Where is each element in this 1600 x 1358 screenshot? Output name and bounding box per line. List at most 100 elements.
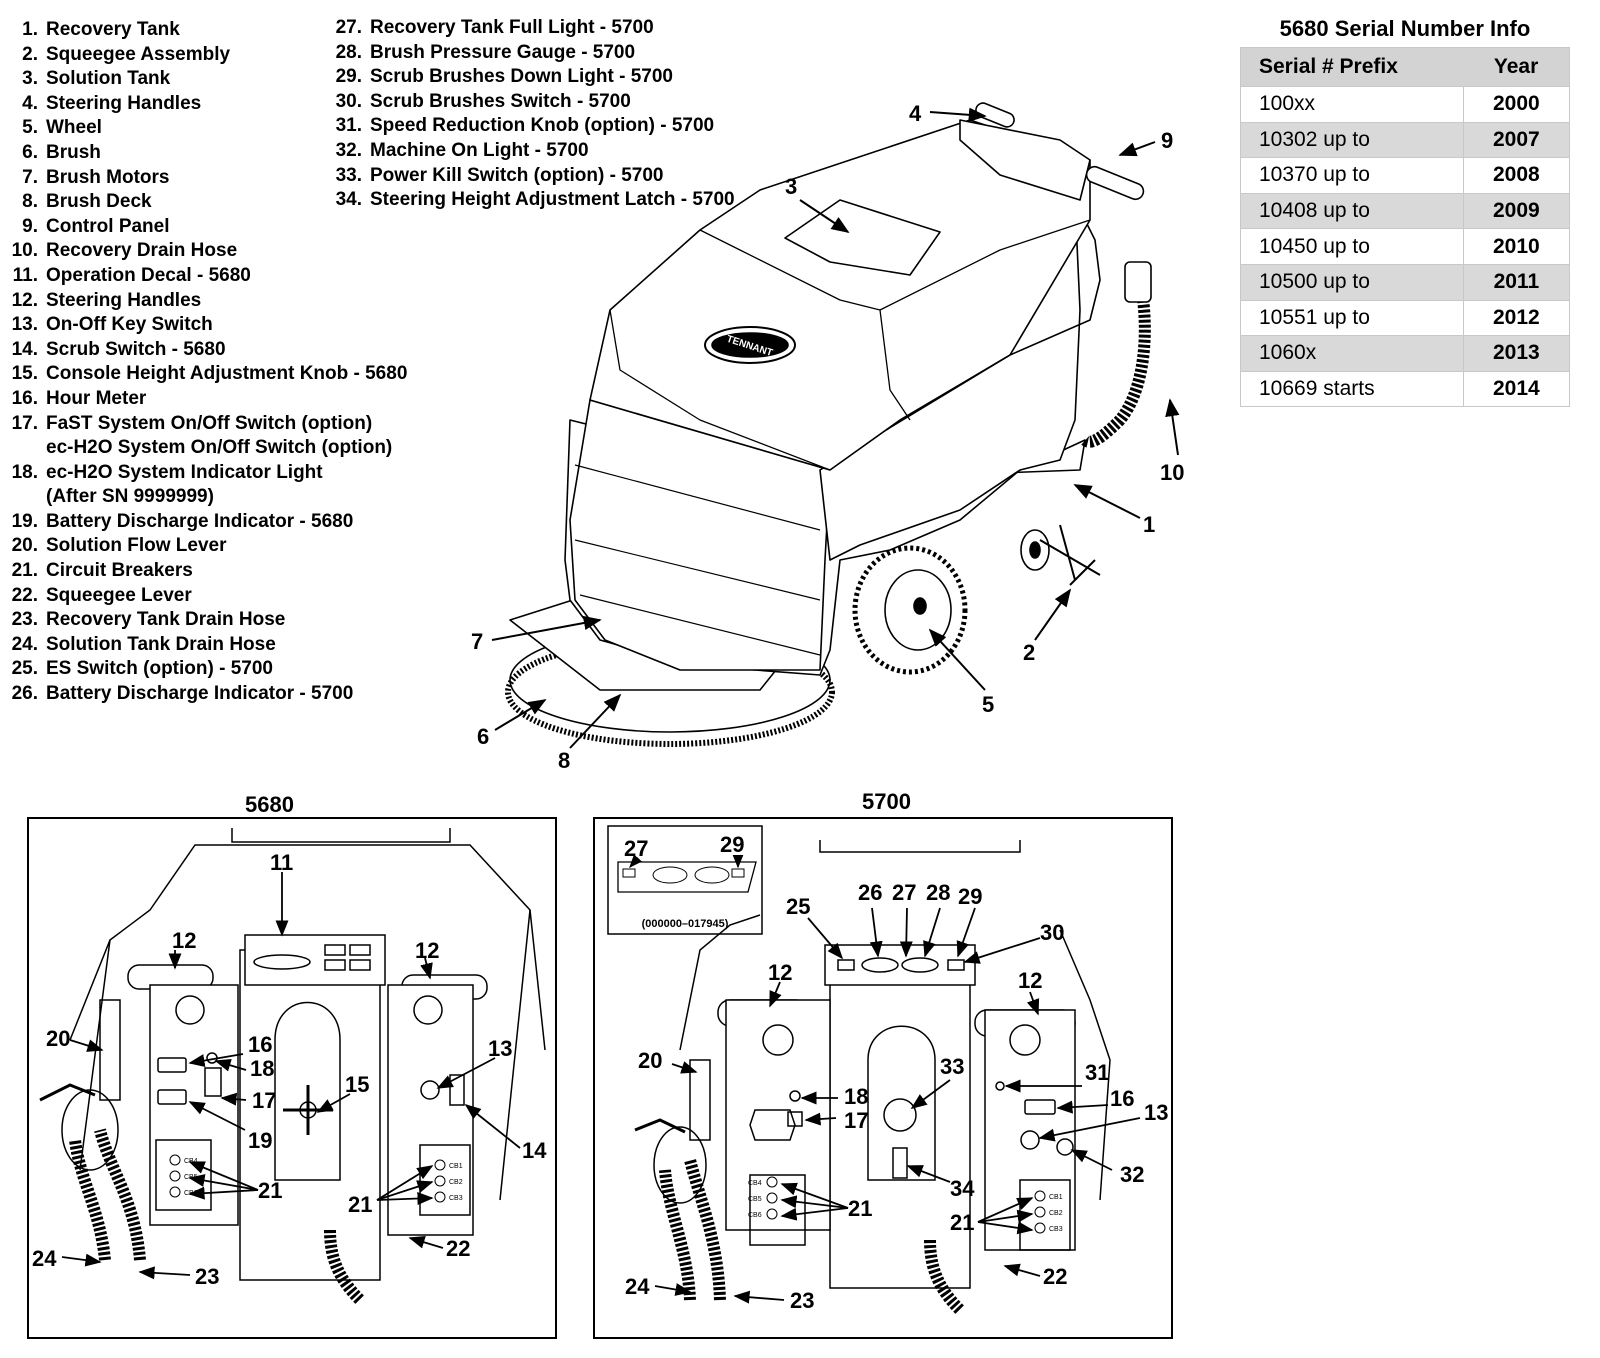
cb3-label: CB3 <box>449 1195 463 1202</box>
part-number: 31. <box>335 115 362 137</box>
part-number: 1. <box>22 19 38 40</box>
part-name: Battery Discharge Indicator - 5680 <box>46 510 354 532</box>
p5680-callout-21b: 21 <box>348 1192 372 1217</box>
part-number: 21. <box>11 560 38 582</box>
panel-5680: CB4 CB5 CB6 CB1 CB2 CB3 <box>27 817 557 1339</box>
parts-list-item: 20.Solution Flow Lever <box>10 534 407 559</box>
part-name: Scrub Brushes Switch - 5700 <box>370 90 631 112</box>
recovery-drain-hose <box>1080 278 1151 448</box>
parts-list-item: 31. Speed Reduction Knob (option) - 5700 <box>328 114 735 139</box>
machine-callout-labels: 1 2 3 4 5 6 7 8 9 10 <box>471 101 1184 773</box>
part-name: (After SN 9999999) <box>46 486 214 508</box>
parts-list-item: 23.Recovery Tank Drain Hose <box>10 608 407 633</box>
callout-1: 1 <box>1143 512 1155 537</box>
part-number: 3. <box>22 68 38 90</box>
part-number: 18. <box>11 461 38 483</box>
p5700-callout-12b: 12 <box>1018 968 1042 993</box>
cb2-label-5700: CB2 <box>1049 1210 1063 1217</box>
parts-list-item: 34.Steering Height Adjustment Latch - 57… <box>328 188 735 213</box>
part-name: Circuit Breakers <box>46 560 193 582</box>
panel-5700: 27 29 (000000–017945) <box>593 817 1173 1339</box>
parts-list-item: ec-H2O System On/Off Switch (option) <box>10 436 407 461</box>
p5700-callout-13: 13 <box>1144 1100 1168 1125</box>
parts-list-item: 33. Power Kill Switch (option) - 5700 <box>328 164 735 189</box>
parts-list-item: 1. Recovery Tank <box>10 18 407 43</box>
part-name: Brush Motors <box>46 166 170 188</box>
p5680-callout-24: 24 <box>32 1246 57 1271</box>
serial-year-cell: 2008 <box>1462 157 1570 194</box>
p5700-callout-17: 17 <box>844 1108 868 1133</box>
part-name: Steering Handles <box>46 289 202 311</box>
part-name: Speed Reduction Knob (option) - 5700 <box>370 115 715 137</box>
serial-year-cell: 2009 <box>1462 192 1570 229</box>
part-name: Squeegee Lever <box>46 584 192 606</box>
part-number: 7. <box>22 166 38 188</box>
part-number: 23. <box>11 609 38 631</box>
part-name: Hour Meter <box>46 387 147 409</box>
part-name: ES Switch (option) - 5700 <box>46 658 273 680</box>
part-name: Recovery Drain Hose <box>46 240 238 262</box>
p5680-callout-22: 22 <box>446 1236 470 1261</box>
hose-plug <box>1124 261 1152 303</box>
control-panel-housing <box>959 119 1091 201</box>
cb6-label-5700: CB6 <box>748 1212 762 1219</box>
callout-8: 8 <box>558 748 570 773</box>
parts-list-item: 17. FaST System On/Off Switch (option) <box>10 412 407 437</box>
part-name: Console Height Adjustment Knob - 5680 <box>46 363 408 385</box>
p5680-callout-18: 18 <box>250 1056 274 1081</box>
part-number: 14. <box>11 338 38 360</box>
parts-list-item: 28.Brush Pressure Gauge - 5700 <box>328 41 735 66</box>
p5700-callout-20: 20 <box>638 1048 662 1073</box>
part-name: Machine On Light - 5700 <box>370 139 589 161</box>
p5680-callout-14: 14 <box>522 1138 547 1163</box>
parts-list-item: 7. Brush Motors <box>10 166 407 191</box>
part-name: Solution Tank <box>46 68 171 90</box>
parts-list-item: 10.Recovery Drain Hose <box>10 239 407 264</box>
part-name: Recovery Tank <box>46 19 180 40</box>
hour-meter <box>157 1057 187 1073</box>
part-name: Wheel <box>46 117 102 139</box>
cb3-label-5700: CB3 <box>1049 1226 1063 1233</box>
serial-year-cell: 2011 <box>1462 263 1570 301</box>
parts-list-item: 3. Solution Tank <box>10 67 407 92</box>
cb2-label: CB2 <box>449 1179 463 1186</box>
p5680-callout-13: 13 <box>488 1036 512 1061</box>
part-number: 17. <box>11 412 38 434</box>
part-number: 33. <box>335 164 362 186</box>
part-number: 24. <box>11 633 38 655</box>
serial-prefix-cell: 10408 up to <box>1240 192 1464 229</box>
machine-callout-arrows <box>491 107 1180 749</box>
part-name: Power Kill Switch (option) - 5700 <box>370 164 664 186</box>
p5700-callout-32: 32 <box>1120 1162 1144 1187</box>
callout-6: 6 <box>477 724 489 749</box>
breakers-5680-right: CB1 CB2 CB3 <box>434 1159 463 1203</box>
cb1-label: CB1 <box>449 1163 463 1170</box>
part-name: Steering Height Adjustment Latch - 5700 <box>370 189 735 211</box>
part-name: FaST System On/Off Switch (option) <box>46 412 373 434</box>
part-number: 13. <box>11 314 38 336</box>
parts-list-item: 11.Operation Decal - 5680 <box>10 264 407 289</box>
p5680-callout-12b: 12 <box>415 938 439 963</box>
p5680-callout-21a: 21 <box>258 1178 282 1203</box>
parts-list-item: (After SN 9999999) <box>10 485 407 510</box>
parts-list-item: 19. Battery Discharge Indicator - 5680 <box>10 510 407 535</box>
cb1-label-5700: CB1 <box>1049 1194 1063 1201</box>
inset-callout-27: 27 <box>624 836 648 861</box>
p5680-callout-15: 15 <box>345 1072 369 1097</box>
p5700-callout-28: 28 <box>926 880 950 905</box>
part-number: 19. <box>11 510 38 532</box>
part-name: Solution Flow Lever <box>46 535 227 557</box>
p5700-callout-31: 31 <box>1085 1060 1109 1085</box>
recovery-tank <box>819 199 1101 561</box>
serial-year-cell: 2010 <box>1462 228 1570 265</box>
p5700-callout-29: 29 <box>958 884 982 909</box>
serial-prefix-cell: 10450 up to <box>1240 228 1464 265</box>
p5680-callout-20: 20 <box>46 1026 70 1051</box>
serial-year-cell: 2014 <box>1462 370 1570 407</box>
